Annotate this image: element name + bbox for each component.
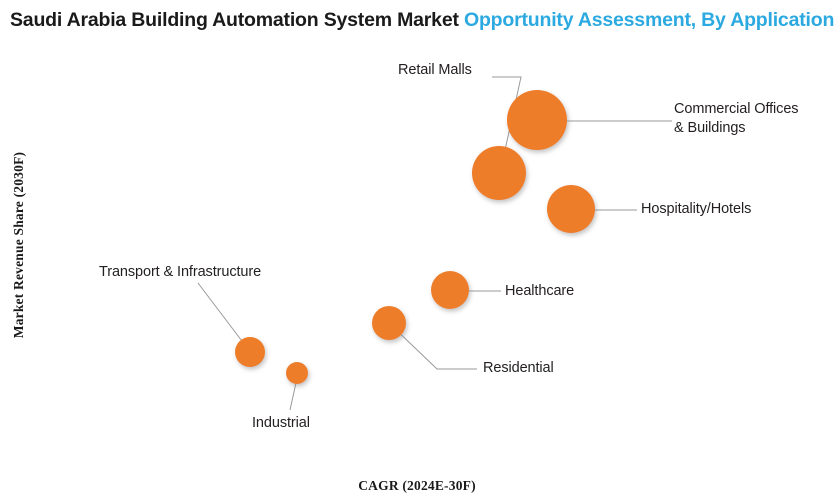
- bubble-hospitality-hotels[interactable]: [547, 185, 595, 233]
- title-main-text: Saudi Arabia Building Automation System …: [10, 9, 459, 31]
- x-axis-title: CAGR (2024E-30F): [358, 478, 476, 493]
- bubble-label-hospitality-hotels: Hospitality/Hotels: [641, 201, 752, 217]
- leader-line-retail-malls: [492, 76, 522, 174]
- bubble-retail-malls[interactable]: [472, 146, 526, 200]
- leader-line-group: [197, 76, 672, 411]
- bubble-healthcare[interactable]: [431, 271, 469, 309]
- bubble-label-commercial-offices-buildings: Commercial Offices & Buildings: [674, 101, 799, 136]
- bubble-label-residential: Residential: [483, 360, 554, 376]
- bubble-label-industrial: Industrial: [252, 415, 310, 431]
- bubble-label-transport-infrastructure: Transport & Infrastructure: [99, 264, 262, 280]
- bubble-residential[interactable]: [372, 306, 406, 340]
- bubble-label-healthcare: Healthcare: [505, 283, 575, 299]
- leader-line-residential: [389, 323, 477, 370]
- bubble-group: [235, 90, 595, 384]
- title-accent-text: Opportunity Assessment, By Application: [463, 9, 834, 31]
- bubble-commercial-offices-buildings[interactable]: [507, 90, 567, 150]
- bubble-industrial[interactable]: [286, 362, 308, 384]
- page-title: Saudi Arabia Building Automation System …: [10, 8, 834, 32]
- bubble-label-retail-malls: Retail Malls: [398, 62, 472, 78]
- bubble-transport-infrastructure[interactable]: [235, 337, 265, 367]
